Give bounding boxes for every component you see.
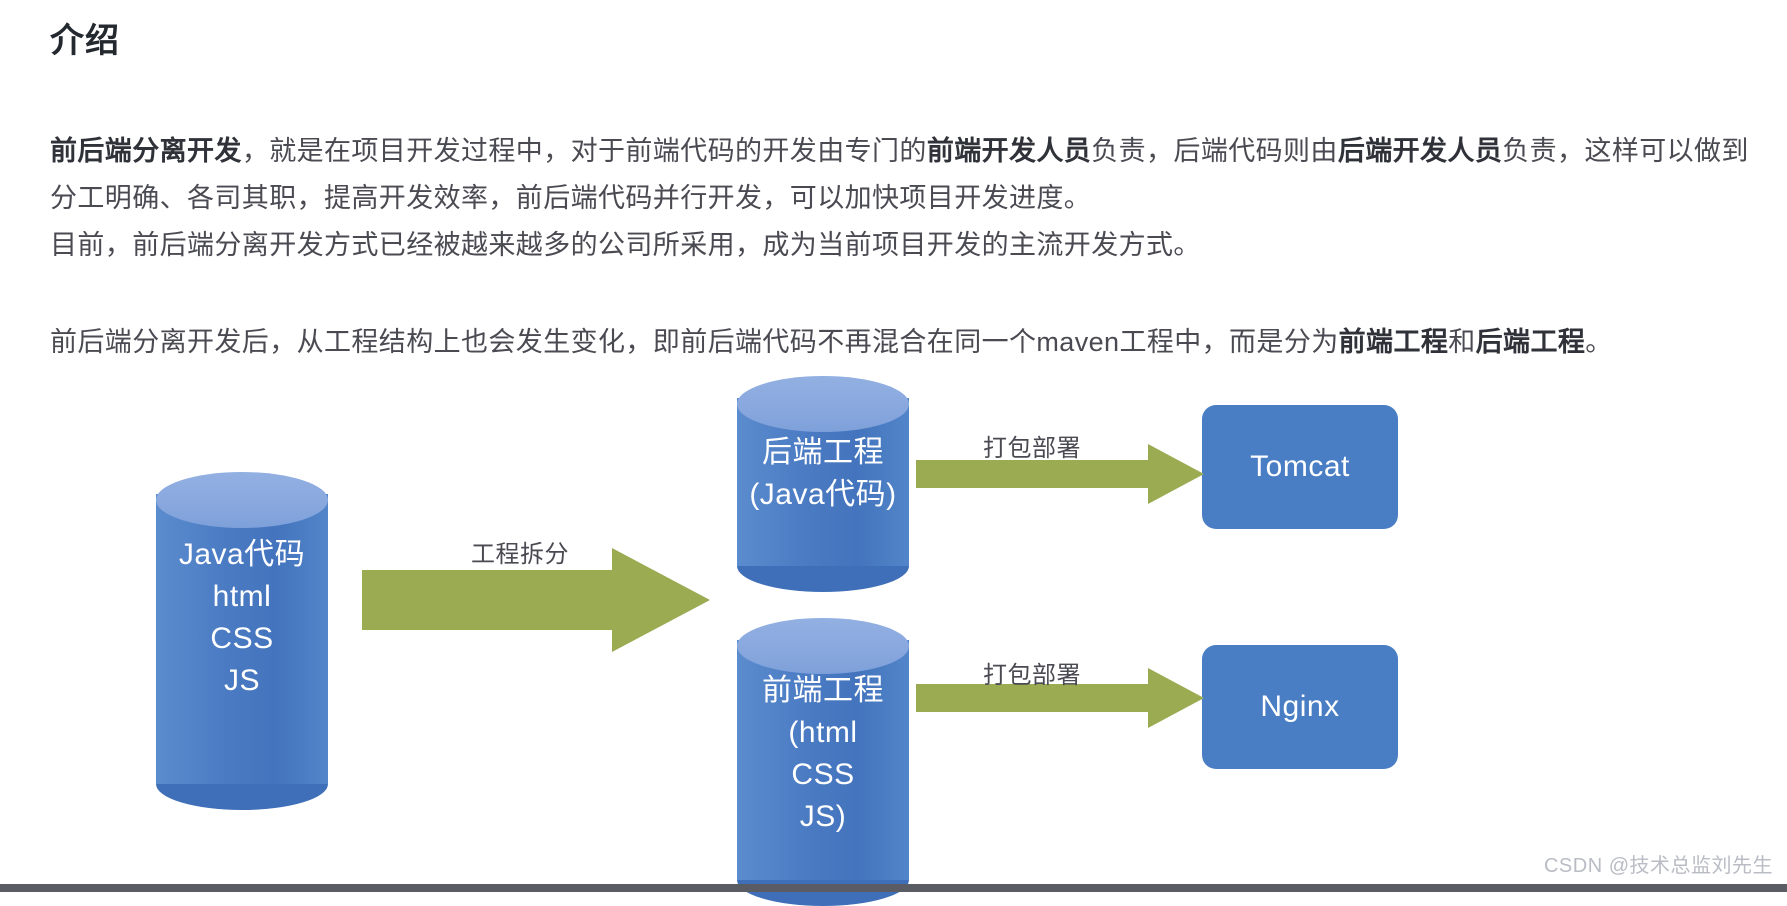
- cylinder-frontend-project: 前端工程 (html CSS JS): [737, 618, 909, 906]
- paragraph-2-text-3: 。: [1585, 326, 1613, 357]
- cylinder-top-ellipse: [156, 472, 328, 528]
- cylinder-backend-label: 后端工程 (Java代码): [737, 432, 909, 516]
- box-nginx: Nginx: [1202, 645, 1398, 769]
- cylinder-frontend-line-3: CSS: [791, 758, 855, 791]
- paragraph-2-text-2: 和: [1448, 326, 1476, 357]
- paragraph-1-bold-term-2: 前端开发人员: [926, 135, 1092, 166]
- cylinder-frontend-line-2: (html: [788, 716, 858, 749]
- cylinder-monolith-line-1: Java代码: [178, 538, 306, 571]
- arrow-deploy-backend-icon: [916, 444, 1204, 504]
- arrow-deploy-frontend-icon: [916, 668, 1204, 728]
- paragraph-1-bold-term-3: 后端开发人员: [1337, 135, 1503, 166]
- arrow-deploy-backend-label: 打包部署: [983, 435, 1081, 462]
- cylinder-body: [156, 494, 328, 784]
- box-tomcat: Tomcat: [1202, 405, 1398, 529]
- cylinder-backend-line-1: 后端工程: [762, 436, 884, 469]
- csdn-watermark: CSDN @技术总监刘先生: [1543, 855, 1773, 877]
- cylinder-monolith-line-3: CSS: [210, 622, 274, 655]
- cylinder-frontend-line-4: JS): [799, 800, 847, 833]
- paragraph-1: 前后端分离开发，就是在项目开发过程中，对于前端代码的开发由专门的前端开发人员负责…: [50, 128, 1750, 269]
- cylinder-monolith-project: Java代码 html CSS JS: [156, 472, 328, 810]
- cylinder-monolith-line-2: html: [212, 580, 272, 613]
- paragraph-1-text-2: 负责，后端代码则由: [1091, 135, 1338, 166]
- paragraph-2-text-1: 前后端分离开发后，从工程结构上也会发生变化，即前后端代码不再混合在同一个mave…: [50, 326, 1339, 357]
- paragraph-2-bold-term-2: 后端工程: [1475, 326, 1586, 357]
- cylinder-body: [737, 640, 909, 880]
- paragraph-2-bold-term-1: 前端工程: [1338, 326, 1449, 357]
- cylinder-monolith-line-4: JS: [223, 664, 260, 697]
- box-nginx-label: Nginx: [1260, 690, 1340, 723]
- arrow-split-icon: [362, 548, 710, 652]
- cylinder-backend-project: 后端工程 (Java代码): [737, 376, 909, 592]
- page-title: 介绍: [50, 22, 120, 60]
- arrow-split-label: 工程拆分: [471, 541, 569, 568]
- cylinder-monolith-label: Java代码 html CSS JS: [156, 534, 328, 702]
- arrow-deploy-frontend-label: 打包部署: [983, 662, 1081, 689]
- box-tomcat-label: Tomcat: [1250, 450, 1350, 483]
- paragraph-1-line-3: 目前，前后端分离开发方式已经被越来越多的公司所采用，成为当前项目开发的主流开发方…: [50, 229, 1201, 260]
- paragraph-1-bold-term-1: 前后端分离开发: [50, 135, 242, 166]
- paragraph-1-text-1: ，就是在项目开发过程中，对于前端代码的开发由专门的: [241, 135, 927, 166]
- bottom-bar: [0, 884, 1787, 892]
- cylinder-top-ellipse: [737, 376, 909, 432]
- cylinder-backend-line-2: (Java代码): [749, 478, 897, 511]
- article-body: 介绍 前后端分离开发，就是在项目开发过程中，对于前端代码的开发由专门的前端开发人…: [50, 0, 1750, 366]
- cylinder-frontend-line-1: 前端工程: [762, 674, 884, 707]
- cylinder-frontend-label: 前端工程 (html CSS JS): [737, 670, 909, 838]
- cylinder-top-ellipse: [737, 618, 909, 674]
- paragraph-2: 前后端分离开发后，从工程结构上也会发生变化，即前后端代码不再混合在同一个mave…: [50, 319, 1750, 366]
- paragraph-1-text-3: 负责，这样可以做到分工明确、各司其职，提高开发效率，前后端代码并行开发，可以加快…: [50, 135, 1749, 213]
